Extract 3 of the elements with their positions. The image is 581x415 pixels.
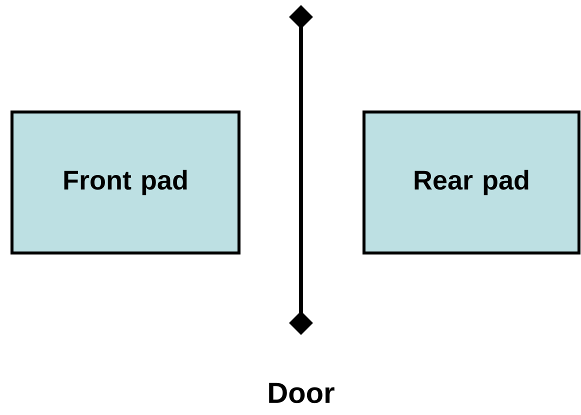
pad-box: Rear pad bbox=[362, 110, 580, 254]
door-label: Door bbox=[269, 382, 334, 404]
pad-box: Front pad bbox=[10, 110, 240, 254]
